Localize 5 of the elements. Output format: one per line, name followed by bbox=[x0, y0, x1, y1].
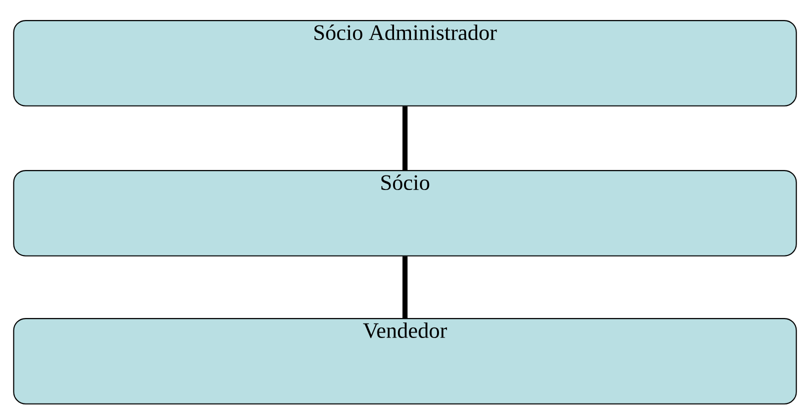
org-box: Sócio bbox=[13, 170, 797, 256]
connector-line bbox=[402, 256, 408, 318]
connector-line bbox=[402, 106, 408, 170]
org-box: Vendedor bbox=[13, 318, 797, 404]
org-box: Sócio Administrador bbox=[13, 20, 797, 106]
